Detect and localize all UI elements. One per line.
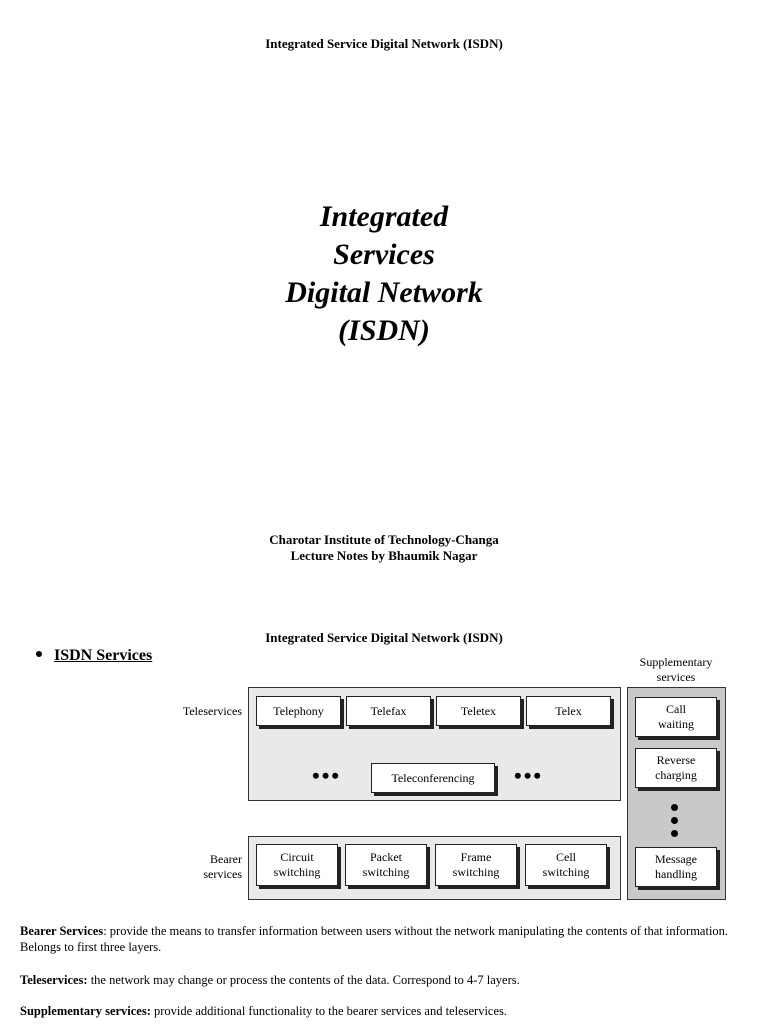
- telephony-box: Telephony: [256, 696, 341, 726]
- title-line: Integrated: [319, 200, 449, 233]
- reverse-charging-box: Reverse charging: [635, 748, 717, 788]
- packet-switching-box: Packet switching: [345, 844, 427, 886]
- box-label-line: Reverse: [656, 753, 696, 767]
- circuit-switching-box: Circuit switching: [256, 844, 338, 886]
- section-heading-label: ISDN Services: [54, 647, 153, 664]
- box-label-line: charging: [655, 768, 697, 782]
- frame-switching-box: Frame switching: [435, 844, 517, 886]
- call-waiting-box: Call waiting: [635, 697, 717, 737]
- box-label-line: Message: [655, 852, 697, 866]
- definition-sep: :: [103, 924, 107, 938]
- title-page: Integrated Service Digital Network (ISDN…: [0, 36, 768, 564]
- credit-block: Charotar Institute of Technology-Changa …: [0, 532, 768, 564]
- bearer-services-label: Bearer services: [150, 852, 242, 882]
- box-label-line: switching: [452, 865, 500, 879]
- box-label-line: switching: [362, 865, 410, 879]
- definition-teleservices: Teleservices: the network may change or …: [20, 972, 750, 988]
- services-page: Integrated Service Digital Network (ISDN…: [0, 620, 768, 1024]
- definition-text: provide the means to transfer informatio…: [20, 924, 729, 954]
- vertical-ellipsis-icon: [671, 804, 679, 843]
- ellipsis: •••: [514, 763, 544, 788]
- institute-line: Charotar Institute of Technology-Changa: [269, 532, 499, 547]
- teletex-box: Teletex: [436, 696, 521, 726]
- box-label-line: switching: [273, 865, 321, 879]
- isdn-services-diagram: Supplementary services Teleservices Tele…: [0, 620, 768, 910]
- box-label-line: waiting: [658, 717, 694, 731]
- title-line: Digital Network: [285, 276, 483, 309]
- definition-supplementary: Supplementary services: provide addition…: [20, 1003, 750, 1019]
- bearer-label-line: services: [203, 867, 242, 881]
- box-label-line: Circuit: [280, 850, 314, 864]
- definition-term: Supplementary services:: [20, 1004, 151, 1018]
- main-title: Integrated Services Digital Network (ISD…: [0, 198, 768, 350]
- teleservices-label: Teleservices: [182, 704, 242, 718]
- message-handling-box: Message handling: [635, 847, 717, 887]
- box-label-line: handling: [655, 867, 697, 881]
- box-label-line: switching: [542, 865, 590, 879]
- cell-switching-box: Cell switching: [525, 844, 607, 886]
- bearer-label-line: Bearer: [210, 852, 242, 866]
- definition-text: provide additional functionality to the …: [150, 1004, 508, 1018]
- box-label-line: Cell: [556, 850, 576, 864]
- box-label-line: Packet: [370, 850, 402, 864]
- telex-box: Telex: [526, 696, 611, 726]
- supplementary-label-line: Supplementary: [639, 655, 713, 669]
- page-header: Integrated Service Digital Network (ISDN…: [265, 630, 503, 645]
- definition-term: Bearer Services: [20, 924, 104, 938]
- definition-bearer: Bearer Services: provide the means to tr…: [20, 923, 750, 955]
- page-header: Integrated Service Digital Network (ISDN…: [265, 36, 503, 51]
- box-label-line: Frame: [460, 850, 492, 864]
- definition-term: Teleservices:: [20, 973, 88, 987]
- telefax-box: Telefax: [346, 696, 431, 726]
- section-heading: ISDN Services: [36, 647, 152, 665]
- title-line: Services: [333, 238, 435, 271]
- teleconferencing-box: Teleconferencing: [371, 763, 495, 793]
- author-line: Lecture Notes by Bhaumik Nagar: [290, 548, 478, 563]
- box-label-line: Call: [666, 702, 686, 716]
- bullet-icon: [36, 651, 42, 658]
- supplementary-label: Supplementary services: [626, 655, 726, 685]
- supplementary-label-line: services: [656, 670, 696, 684]
- definition-text: the network may change or process the co…: [87, 973, 520, 987]
- ellipsis: •••: [312, 763, 342, 788]
- title-line: (ISDN): [338, 314, 430, 347]
